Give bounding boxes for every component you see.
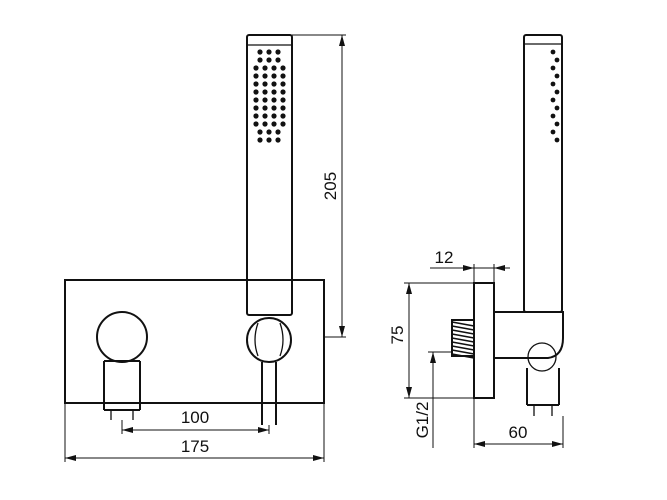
nozzle-dot bbox=[253, 105, 259, 111]
nozzle-dot bbox=[275, 137, 281, 143]
thread-line bbox=[451, 337, 475, 343]
nozzle-dot bbox=[253, 81, 259, 87]
nozzle-dot bbox=[262, 73, 268, 79]
nozzle-dot bbox=[280, 105, 286, 111]
thread-line bbox=[451, 345, 475, 351]
side-nozzle-dot bbox=[554, 105, 560, 111]
nozzle-dot bbox=[271, 105, 277, 111]
nozzle-dot bbox=[280, 97, 286, 103]
side-nozzle-dot bbox=[554, 89, 560, 95]
nozzle-dot bbox=[262, 105, 268, 111]
holder-bracket bbox=[254, 322, 259, 357]
thread-line bbox=[451, 353, 475, 359]
nozzle-dot bbox=[262, 81, 268, 87]
nozzle-dot bbox=[266, 49, 272, 55]
side-view: 12 75 G1/2 60 bbox=[388, 34, 564, 448]
thread-line bbox=[451, 329, 475, 335]
spray-nozzles bbox=[253, 49, 286, 143]
outlet-elbow bbox=[527, 342, 557, 372]
nozzle-dot bbox=[257, 129, 263, 135]
handshower-body bbox=[246, 34, 293, 316]
nozzle-dot bbox=[275, 129, 281, 135]
side-nozzle-dot bbox=[554, 73, 560, 79]
nozzle-dot bbox=[275, 49, 281, 55]
dimension-body-height: 75 bbox=[388, 326, 407, 345]
side-nozzle-dot bbox=[554, 137, 560, 143]
nozzle-dot bbox=[253, 113, 259, 119]
nozzle-dot bbox=[271, 89, 277, 95]
nozzle-dot bbox=[253, 121, 259, 127]
holder-bracket-right bbox=[279, 322, 284, 357]
thread-line bbox=[451, 341, 475, 347]
side-nozzle-dot bbox=[550, 129, 556, 135]
outlet-valve bbox=[526, 368, 560, 406]
valve-knob bbox=[96, 311, 148, 363]
side-handshower bbox=[523, 34, 563, 313]
side-nozzle-dot bbox=[550, 113, 556, 119]
side-spray-nozzles bbox=[550, 49, 560, 143]
dimension-wall-offset: 12 bbox=[435, 248, 454, 267]
valve-body bbox=[103, 360, 141, 411]
side-nozzle-dot bbox=[550, 97, 556, 103]
nozzle-dot bbox=[271, 97, 277, 103]
side-nozzle-dot bbox=[550, 65, 556, 71]
nozzle-dot bbox=[280, 81, 286, 87]
nozzle-dot bbox=[253, 89, 259, 95]
dimension-spacing: 100 bbox=[181, 408, 209, 427]
side-nozzle-dot bbox=[550, 81, 556, 87]
side-nozzle-dot bbox=[554, 121, 560, 127]
nozzle-dot bbox=[257, 137, 263, 143]
nozzle-dot bbox=[257, 49, 263, 55]
nozzle-dot bbox=[271, 81, 277, 87]
nozzle-dot bbox=[262, 65, 268, 71]
nozzle-dot bbox=[253, 73, 259, 79]
nozzle-dot bbox=[280, 65, 286, 71]
side-wall-plate bbox=[473, 282, 495, 399]
front-wall-plate bbox=[64, 279, 325, 404]
nozzle-dot bbox=[280, 113, 286, 119]
nozzle-dot bbox=[266, 137, 272, 143]
nozzle-dot bbox=[275, 57, 281, 63]
nozzle-dot bbox=[280, 89, 286, 95]
dimension-thread: G1/2 bbox=[413, 402, 432, 439]
thread-line bbox=[451, 333, 475, 339]
nozzle-dot bbox=[280, 73, 286, 79]
thread-line bbox=[451, 349, 475, 355]
nozzle-dot bbox=[271, 65, 277, 71]
nozzle-dot bbox=[262, 97, 268, 103]
side-nozzle-dot bbox=[554, 57, 560, 63]
thread-hatching bbox=[451, 321, 475, 359]
nozzle-dot bbox=[266, 57, 272, 63]
nozzle-dot bbox=[271, 113, 277, 119]
nozzle-dot bbox=[271, 121, 277, 127]
nozzle-dot bbox=[280, 121, 286, 127]
nozzle-dot bbox=[262, 113, 268, 119]
dimension-overall-width: 175 bbox=[181, 437, 209, 456]
nozzle-dot bbox=[262, 121, 268, 127]
nozzle-dot bbox=[253, 97, 259, 103]
dimension-depth: 60 bbox=[509, 423, 528, 442]
outlet-body bbox=[494, 311, 564, 359]
dimension-handshower-length: 205 bbox=[321, 172, 340, 200]
nozzle-dot bbox=[262, 89, 268, 95]
thread-line bbox=[451, 321, 475, 327]
holder-ring bbox=[246, 317, 292, 363]
front-view: 100 175 205 bbox=[64, 34, 346, 462]
nozzle-dot bbox=[266, 129, 272, 135]
nozzle-dot bbox=[253, 65, 259, 71]
nozzle-dot bbox=[257, 57, 263, 63]
side-nozzle-dot bbox=[550, 49, 556, 55]
nozzle-dot bbox=[271, 73, 277, 79]
thread-line bbox=[451, 325, 475, 331]
